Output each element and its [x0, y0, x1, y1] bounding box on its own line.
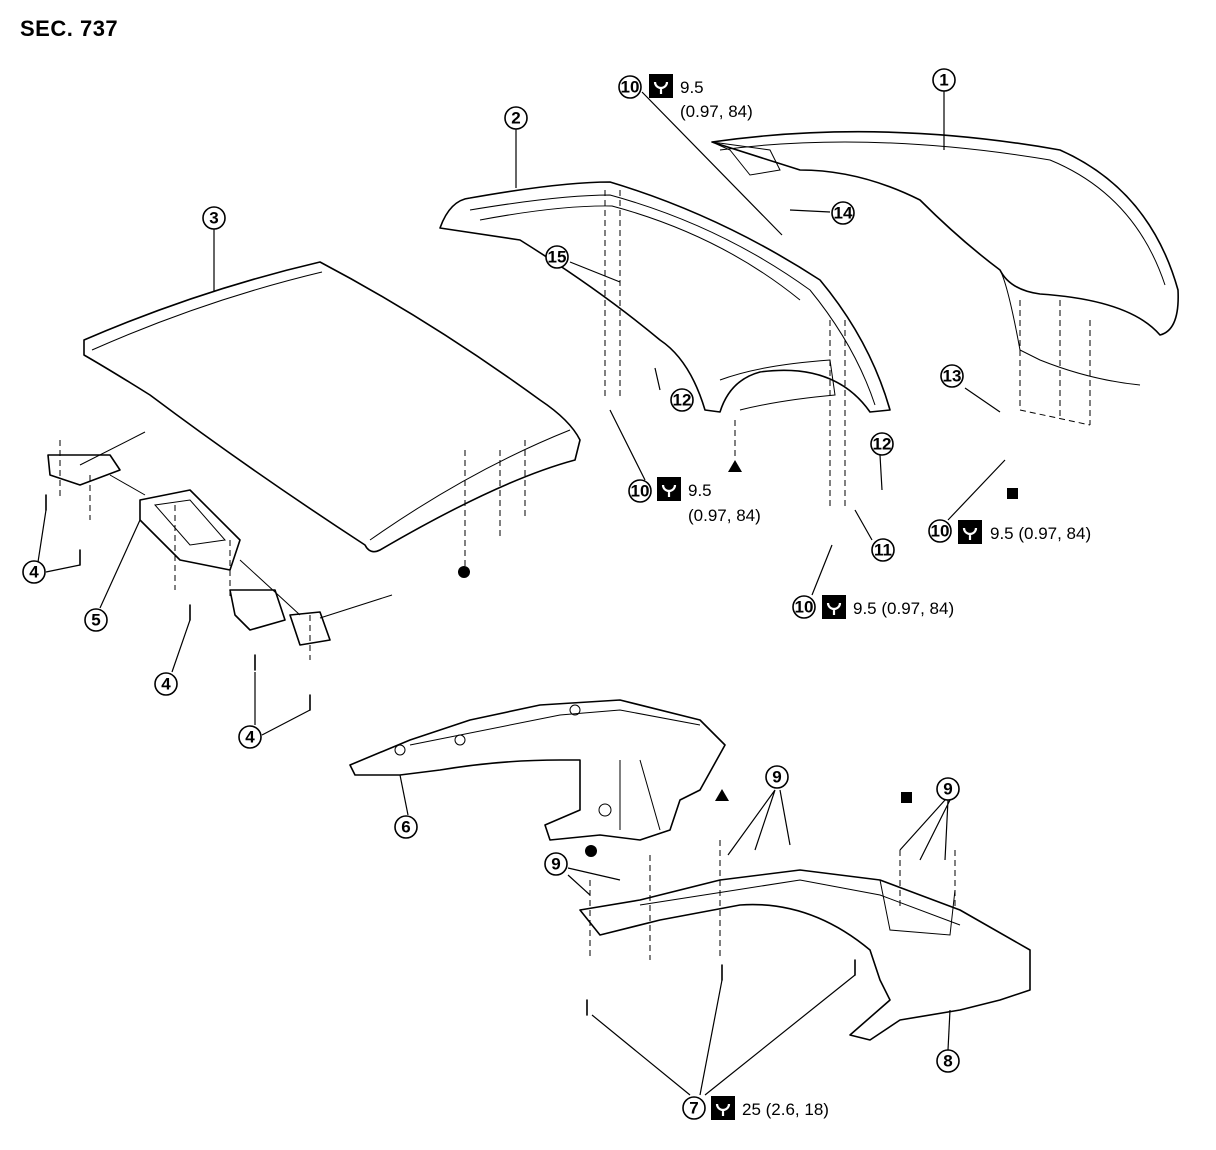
svg-text:4: 4 [29, 563, 39, 582]
front-roof-panel [83, 261, 581, 570]
svg-text:9.5 (0.97, 84): 9.5 (0.97, 84) [990, 524, 1091, 543]
marker-circle-roof [458, 566, 470, 578]
callout-9-b: 9 [765, 765, 789, 789]
svg-text:3: 3 [209, 209, 218, 228]
callout-10-a: 10 [618, 75, 642, 99]
svg-text:9.5: 9.5 [680, 78, 704, 97]
callout-7: 7 [682, 1096, 706, 1120]
svg-text:9: 9 [943, 780, 952, 799]
callout-10-d: 10 [928, 519, 952, 543]
callout-4-c: 4 [238, 725, 262, 749]
svg-text:(0.97, 84): (0.97, 84) [680, 102, 753, 121]
middle-roof-panel [439, 181, 891, 510]
marker-triangle-roof [728, 460, 742, 472]
marker-triangle-bracket [715, 789, 729, 801]
svg-text:4: 4 [245, 728, 255, 747]
torque-spec-7: 25 (2.6, 18) [711, 1096, 829, 1120]
torque-spec-10-low: 9.5 (0.97, 84) [822, 595, 954, 619]
callout-11: 11 [871, 538, 895, 562]
svg-text:8: 8 [943, 1052, 952, 1071]
callout-15: 15 [545, 245, 569, 269]
svg-text:9: 9 [551, 855, 560, 874]
marker-circle-bracket [585, 845, 597, 857]
svg-text:9.5: 9.5 [688, 481, 712, 500]
callout-9-c: 9 [936, 777, 960, 801]
svg-text:5: 5 [91, 611, 100, 630]
callout-3: 3 [202, 206, 226, 230]
torque-wrench-icon [661, 484, 677, 497]
section-title: SEC. 737 [20, 16, 119, 41]
svg-text:15: 15 [548, 248, 567, 267]
svg-text:1: 1 [939, 71, 948, 90]
right-hinge-bracket [579, 840, 1031, 1041]
svg-text:2: 2 [511, 109, 520, 128]
svg-text:10: 10 [795, 598, 814, 617]
svg-text:25 (2.6, 18): 25 (2.6, 18) [742, 1100, 829, 1119]
torque-wrench-icon [653, 81, 669, 94]
svg-text:10: 10 [631, 482, 650, 501]
svg-text:14: 14 [834, 204, 853, 223]
svg-text:4: 4 [161, 675, 171, 694]
rear-roof-panel [711, 130, 1179, 426]
callout-9-a: 9 [544, 852, 568, 876]
callout-5: 5 [84, 608, 108, 632]
callout-8: 8 [936, 1049, 960, 1073]
torque-wrench-icon [715, 1103, 731, 1116]
svg-text:11: 11 [874, 541, 892, 560]
torque-wrench-icon [826, 602, 842, 615]
callout-1: 1 [932, 68, 956, 92]
callout-10-c: 10 [792, 595, 816, 619]
marker-square-roof [1007, 488, 1018, 499]
svg-text:9.5 (0.97, 84): 9.5 (0.97, 84) [853, 599, 954, 618]
svg-text:(0.97, 84): (0.97, 84) [688, 506, 761, 525]
callout-4-b: 4 [154, 672, 178, 696]
torque-spec-10-mid: 9.5 (0.97, 84) [657, 477, 761, 525]
callout-14: 14 [831, 201, 855, 225]
marker-square-bracket [901, 792, 912, 803]
callout-13: 13 [940, 364, 964, 388]
callout-12-a: 12 [670, 388, 694, 412]
svg-text:7: 7 [689, 1099, 698, 1118]
svg-text:12: 12 [673, 391, 692, 410]
torque-wrench-icon [962, 527, 978, 540]
svg-text:12: 12 [873, 435, 892, 454]
callout-12-b: 12 [870, 432, 894, 456]
callout-10-b: 10 [628, 479, 652, 503]
svg-text:9: 9 [772, 768, 781, 787]
torque-spec-10-right: 9.5 (0.97, 84) [958, 520, 1091, 544]
left-hinge-bracket [349, 699, 726, 841]
svg-text:6: 6 [401, 818, 410, 837]
torque-spec-10-top: 9.5 (0.97, 84) [649, 74, 753, 121]
svg-text:10: 10 [621, 78, 640, 97]
callout-4-a: 4 [22, 560, 46, 584]
callout-2: 2 [504, 106, 528, 130]
svg-text:10: 10 [931, 522, 950, 541]
svg-text:13: 13 [943, 367, 962, 386]
callout-6: 6 [394, 815, 418, 839]
